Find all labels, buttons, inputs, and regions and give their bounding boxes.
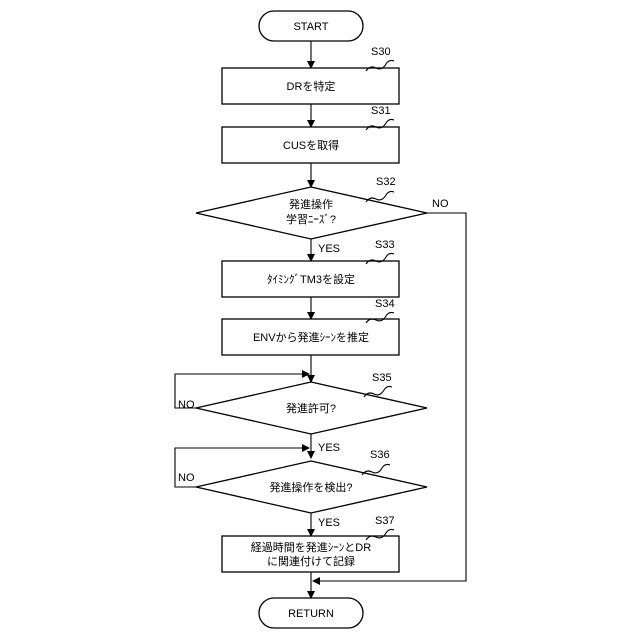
s37-step: S37	[375, 515, 395, 527]
s36-label: 発進操作を検出?	[269, 480, 352, 494]
s30-step: S30	[371, 46, 391, 58]
s36-yes-label: YES	[318, 517, 340, 529]
s36-no-label: NO	[178, 472, 195, 484]
return-label: RETURN	[288, 608, 334, 620]
start-label: START	[293, 21, 328, 33]
s35-no-label: NO	[178, 399, 195, 411]
s36-step: S36	[370, 449, 390, 461]
start-terminal: START	[259, 11, 363, 41]
s31-step: S31	[371, 105, 391, 117]
s37-label-line2: に関連付けて記録	[267, 554, 355, 568]
decision-s32: 発進操作 学習ﾆｰｽﾞ? S32 NO YES	[196, 176, 449, 255]
decision-s35: 発進許可? S35 NO YES	[178, 372, 427, 454]
s37-label-line1: 経過時間を発進ｼｰﾝとDR	[251, 540, 371, 554]
s32-no-label: NO	[432, 198, 449, 210]
s33-label: ﾀｲﾐﾝｸﾞTM3を設定	[267, 272, 355, 286]
return-terminal: RETURN	[259, 598, 363, 628]
s30-label: DRを特定	[287, 79, 336, 93]
s35-yes-label: YES	[318, 442, 340, 454]
s34-step: S34	[375, 298, 395, 310]
s32-label-line1: 発進操作	[289, 197, 333, 211]
s31-label: CUSを取得	[283, 139, 339, 152]
s33-step: S33	[375, 239, 395, 251]
s35-step: S35	[372, 372, 392, 384]
s35-label: 発進許可?	[286, 401, 336, 415]
s32-yes-label: YES	[318, 243, 340, 255]
s32-label-line2: 学習ﾆｰｽﾞ?	[286, 212, 336, 226]
s32-step: S32	[376, 176, 396, 188]
s34-label: ENVから発進ｼｰﾝを推定	[253, 330, 369, 344]
